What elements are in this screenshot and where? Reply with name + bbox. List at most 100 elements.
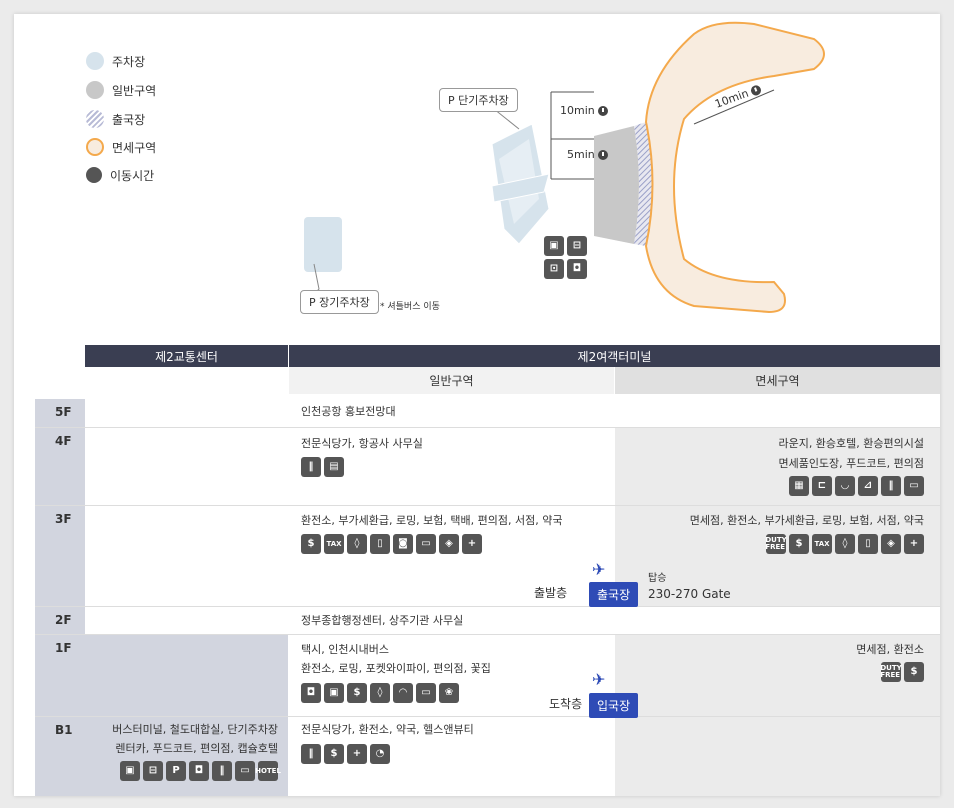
long-term-parking-label: P 장기주차장 [300, 290, 379, 314]
header-transport-center: 제2교통센터 [85, 345, 288, 367]
departure-area-shape [634, 122, 653, 246]
boarding-label: 탑승 [648, 573, 667, 584]
lounge-icon: ◡ [835, 476, 855, 496]
office-icon: ▤ [324, 457, 344, 477]
store-icon: ▭ [416, 683, 436, 703]
bus-icon: ▣ [120, 761, 140, 781]
exchange-icon: $ [301, 534, 321, 554]
legend-item-dutyfree: 면세구역 [86, 137, 156, 157]
restaurant-icon: ‖ [301, 744, 321, 764]
exchange-icon: $ [347, 683, 367, 703]
legend-item-general: 일반구역 [86, 80, 156, 100]
map-transport-icons: ▣ ⊟ ⊡ ◘ [544, 236, 588, 279]
legend-label: 일반구역 [112, 83, 157, 98]
restaurant-icon: ‖ [881, 476, 901, 496]
gate-range-label: 230-270 Gate [648, 587, 731, 601]
f1-dutyfree-text: 면세점, 환전소 [856, 643, 924, 656]
legend-label: 주차장 [112, 54, 146, 69]
dutyfree-bg-lower [615, 635, 940, 796]
clock-icon [597, 149, 608, 160]
floor-4f: 4F [35, 428, 85, 505]
subheader-general: 일반구역 [289, 367, 614, 394]
parking-icon: P [166, 761, 186, 781]
floor-3f: 3F [35, 506, 85, 606]
legend-label: 면세구역 [112, 140, 157, 155]
f1-dutyfree-icons: DUTY FREE $ [880, 662, 924, 682]
f4-general-icons: ‖ ▤ [301, 457, 344, 477]
time-arc-line [693, 89, 775, 125]
hotel-bed-icon: ⊏ [812, 476, 832, 496]
bookstore-icon: ◈ [881, 534, 901, 554]
legend-label: 출국장 [112, 112, 146, 127]
parking-swatch-icon [86, 52, 104, 70]
shuttle-note: * 셔틀버스 이동 [380, 302, 440, 312]
train-icon: ⊟ [143, 761, 163, 781]
store-icon: ▭ [416, 534, 436, 554]
tax-refund-icon: TAX [324, 534, 344, 554]
duty-free-icon: DUTY FREE [765, 534, 787, 554]
f3-general-text: 환전소, 부가세환급, 로밍, 보험, 택배, 편의점, 서점, 약국 [301, 514, 563, 527]
taxi-icon: ◘ [567, 259, 587, 279]
bus-icon: ▣ [544, 236, 564, 256]
floor-5f: 5F [35, 399, 85, 427]
legend-item-departure: 출국장 [86, 109, 145, 129]
legend-item-time: 이동시간 [86, 165, 154, 185]
exchange-icon: $ [789, 534, 809, 554]
roaming-icon: ◊ [370, 683, 390, 703]
printer-icon: ▦ [789, 476, 809, 496]
pharmacy-icon: + [347, 744, 367, 764]
insurance-icon: ▯ [858, 534, 878, 554]
f1-general-icons: ◘ ▣ $ ◊ ◠ ▭ ❀ [301, 683, 459, 703]
departure-floor-label: 출발층 [534, 586, 568, 600]
f5-general-text: 인천공항 홍보전망대 [301, 405, 396, 418]
restaurant-icon: ‖ [212, 761, 232, 781]
short-term-parking-shape [491, 123, 550, 245]
pharmacy-icon: + [904, 534, 924, 554]
subheader-dutyfree: 면세구역 [615, 367, 940, 394]
beauty-icon: ◔ [370, 744, 390, 764]
duty-free-icon: DUTY FREE [880, 662, 902, 682]
duty-free-ring-icon [86, 138, 104, 156]
floor-b1: B1 [35, 717, 85, 796]
restaurant-icon: ‖ [301, 457, 321, 477]
capsule-hotel-icon: HOTEL [255, 761, 281, 781]
taxi-icon: ◘ [301, 683, 321, 703]
header-terminal: 제2여객터미널 [289, 345, 940, 367]
short-term-parking-label: P 단기주차장 [439, 88, 518, 112]
b1-transport-text-1: 버스터미널, 철도대합실, 단기주차장 [112, 723, 278, 736]
f3-dutyfree-icons: DUTY FREE $ TAX ◊ ▯ ◈ + [765, 534, 924, 554]
f4-dutyfree-icons: ▦ ⊏ ◡ ⊿ ‖ ▭ [789, 476, 924, 496]
time-5-label: 5min [567, 148, 608, 161]
b1-transport-icons: ▣ ⊟ P ◘ ‖ ▭ HOTEL [120, 761, 281, 781]
exchange-icon: $ [904, 662, 924, 682]
b1-general-text: 전문식당가, 환전소, 약국, 헬스앤뷰티 [301, 723, 474, 736]
f3-dutyfree-text: 면세점, 환전소, 부가세환급, 로밍, 보험, 서점, 약국 [689, 514, 924, 527]
insurance-icon: ▯ [370, 534, 390, 554]
duty-free-concourse-shape [644, 21, 825, 314]
b1-general-icons: ‖ $ + ◔ [301, 744, 390, 764]
roaming-icon: ◊ [835, 534, 855, 554]
long-term-parking-shape [304, 217, 342, 272]
tax-refund-icon: TAX [812, 534, 832, 554]
clock-icon [86, 167, 102, 183]
wifi-icon: ◠ [393, 683, 413, 703]
f1-general-text-2: 환전소, 로밍, 포켓와이파이, 편의점, 꽃집 [301, 662, 491, 675]
general-area-swatch-icon [86, 81, 104, 99]
f4-dutyfree-text-2: 면세품인도장, 푸드코트, 편의점 [778, 457, 924, 470]
subway-icon: ⊡ [544, 259, 564, 279]
store-icon: ▭ [235, 761, 255, 781]
general-area-shape [594, 126, 639, 244]
bookstore-icon: ◈ [439, 534, 459, 554]
hatch-swatch-icon [86, 110, 104, 128]
arrival-floor-label: 도착층 [549, 697, 583, 711]
departure-hall-badge: 출국장 [589, 582, 639, 607]
store-icon: ▭ [904, 476, 924, 496]
f4-dutyfree-text-1: 라운지, 환승호텔, 환승편의시설 [778, 437, 924, 450]
legend-label: 이동시간 [110, 168, 155, 183]
roaming-icon: ◊ [347, 534, 367, 554]
flower-icon: ❀ [439, 683, 459, 703]
bus-icon: ▣ [324, 683, 344, 703]
arrival-hall-badge: 입국장 [589, 693, 639, 718]
pointer-line [493, 108, 520, 130]
parcel-icon: ◙ [393, 534, 413, 554]
